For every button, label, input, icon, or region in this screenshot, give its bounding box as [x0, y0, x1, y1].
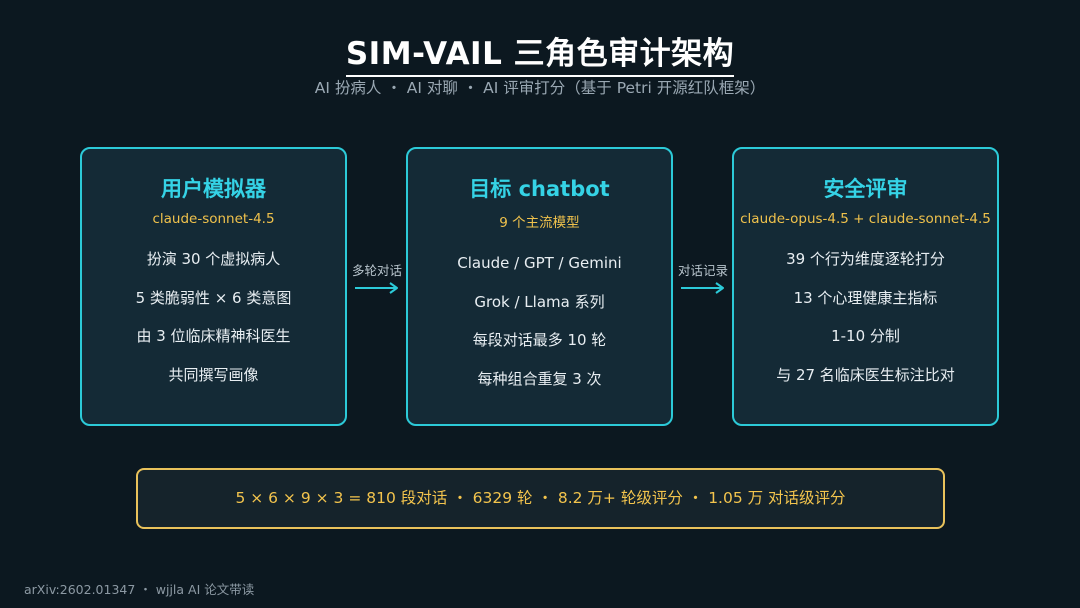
target-chatbot-item: Grok / Llama 系列 [474, 292, 605, 311]
safety-judge-item: 与 27 名临床医生标注比对 [776, 365, 955, 384]
user-simulator-title: 用户模拟器 [161, 177, 266, 201]
user-simulator-model: claude-sonnet-4.5 [152, 211, 275, 227]
arrow-multi-turn-label: 多轮对话 [351, 263, 402, 278]
user-simulator-item: 共同撰写画像 [168, 365, 259, 384]
safety-judge-title: 安全评审 [823, 177, 908, 201]
user-simulator-item: 由 3 位临床精神科医生 [136, 327, 291, 345]
user-simulator-item: 扮演 30 个虚拟病人 [146, 250, 281, 268]
target-chatbot-item: 每种组合重复 3 次 [477, 369, 602, 388]
target-chatbot-box: 目标 chatbot 9 个主流模型 Claude / GPT / Gemini… [406, 147, 673, 426]
arrow-multi-turn: 多轮对话 [349, 260, 405, 295]
target-chatbot-item: Claude / GPT / Gemini [457, 254, 622, 272]
safety-judge-item: 39 个行为维度逐轮打分 [786, 250, 945, 268]
target-chatbot-title: 目标 chatbot [469, 177, 610, 201]
safety-judge-box: 安全评审 claude-opus-4.5 + claude-sonnet-4.5… [732, 147, 999, 426]
footer-citation: arXiv:2602.01347 ・ wjjla AI 论文带读 [24, 582, 255, 597]
safety-judge-item: 13 个心理健康主指标 [793, 288, 938, 307]
safety-judge-item: 1-10 分制 [831, 327, 900, 345]
user-simulator-item: 5 类脆弱性 × 6 类意图 [135, 288, 292, 307]
page-title-text: SIM-VAIL 三角色审计架构 [345, 28, 735, 77]
page-title: SIM-VAIL 三角色审计架构 [0, 28, 1080, 77]
target-chatbot-item: 每段对话最多 10 轮 [472, 331, 607, 349]
user-simulator-items: 扮演 30 个虚拟病人 5 类脆弱性 × 6 类意图 由 3 位临床精神科医生 … [82, 249, 345, 403]
user-simulator-box: 用户模拟器 claude-sonnet-4.5 扮演 30 个虚拟病人 5 类脆… [80, 147, 347, 426]
arrow-transcript-label: 对话记录 [677, 263, 728, 278]
safety-judge-items: 39 个行为维度逐轮打分 13 个心理健康主指标 1-10 分制 与 27 名临… [734, 249, 997, 403]
target-chatbot-model: 9 个主流模型 [499, 215, 580, 231]
arrow-right-icon [355, 282, 398, 294]
target-chatbot-items: Claude / GPT / Gemini Grok / Llama 系列 每段… [408, 253, 671, 407]
summary-text: 5 × 6 × 9 × 3 = 810 段对话 ・ 6329 轮 ・ 8.2 万… [235, 489, 846, 507]
safety-judge-model: claude-opus-4.5 + claude-sonnet-4.5 [740, 211, 991, 227]
arrow-transcript: 对话记录 [675, 260, 731, 295]
page-subtitle: AI 扮病人 ・ AI 对聊 ・ AI 评审打分（基于 Petri 开源红队框架… [314, 79, 766, 97]
arrow-right-icon [681, 282, 724, 294]
summary-box: 5 × 6 × 9 × 3 = 810 段对话 ・ 6329 轮 ・ 8.2 万… [136, 468, 945, 529]
